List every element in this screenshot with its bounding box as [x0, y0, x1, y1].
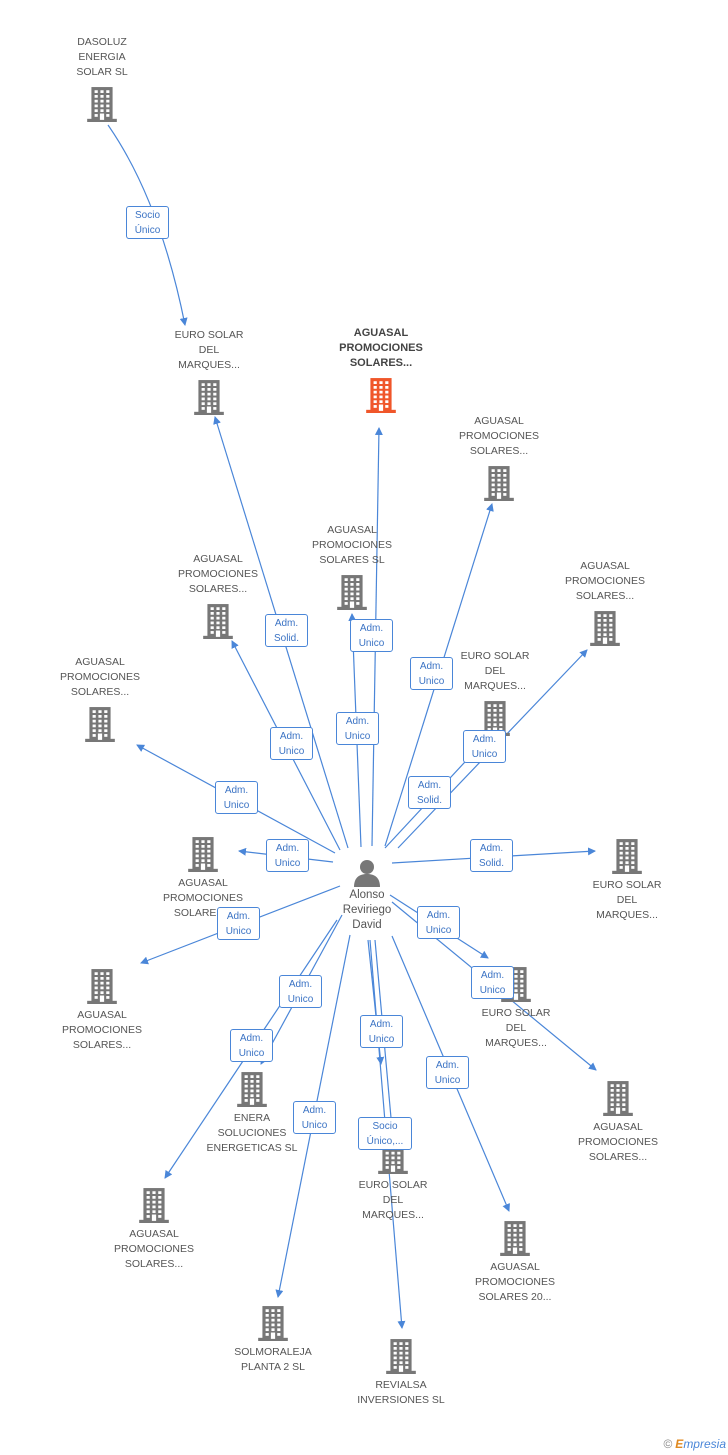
company-name: AGUASAL PROMOCIONES SOLARES 20...: [475, 1261, 555, 1303]
relation-label[interactable]: Adm. Unico: [410, 657, 453, 690]
building-icon: [341, 1338, 461, 1374]
company-node[interactable]: AGUASAL PROMOCIONES SOLARES...: [42, 968, 162, 1053]
company-name: REVIALSA INVERSIONES SL: [357, 1379, 445, 1406]
person-node[interactable]: Alonso Reviriego David: [332, 858, 402, 933]
person-icon: [354, 860, 380, 887]
relation-label[interactable]: Adm. Unico: [215, 781, 258, 814]
building-icon: [158, 603, 278, 639]
building-icon: [321, 377, 441, 413]
brand-logo-text: mpresia: [683, 1437, 726, 1451]
company-name: EURO SOLAR DEL MARQUES...: [174, 329, 244, 371]
company-node[interactable]: AGUASAL PROMOCIONES SOLARES...: [321, 326, 441, 413]
relation-label[interactable]: Adm. Unico: [463, 730, 506, 763]
company-name: AGUASAL PROMOCIONES SOLARES...: [459, 415, 539, 457]
relation-label[interactable]: Adm. Unico: [217, 907, 260, 940]
company-name: AGUASAL PROMOCIONES SOLARES...: [60, 656, 140, 698]
building-icon: [42, 968, 162, 1004]
building-icon: [94, 1187, 214, 1223]
company-node[interactable]: AGUASAL PROMOCIONES SOLARES...: [143, 836, 263, 921]
relation-label[interactable]: Adm. Unico: [417, 906, 460, 939]
relation-label[interactable]: Adm. Solid.: [408, 776, 451, 809]
relation-label[interactable]: Adm. Unico: [266, 839, 309, 872]
company-node[interactable]: AGUASAL PROMOCIONES SOLARES...: [558, 1080, 678, 1165]
company-node[interactable]: EURO SOLAR DEL MARQUES...: [567, 838, 687, 923]
building-icon: [40, 706, 160, 742]
company-name: AGUASAL PROMOCIONES SOLARES...: [62, 1009, 142, 1051]
building-icon: [567, 838, 687, 874]
building-icon: [545, 610, 665, 646]
building-icon: [439, 465, 559, 501]
relation-label[interactable]: Adm. Unico: [279, 975, 322, 1008]
building-icon: [192, 1071, 312, 1107]
company-node[interactable]: AGUASAL PROMOCIONES SOLARES...: [158, 552, 278, 639]
person-name: Alonso Reviriego David: [342, 889, 392, 931]
building-icon: [149, 379, 269, 415]
company-name: ENERA SOLUCIONES ENERGETICAS SL: [206, 1112, 298, 1154]
company-node[interactable]: AGUASAL PROMOCIONES SOLARES...: [40, 655, 160, 742]
company-name: EURO SOLAR DEL MARQUES...: [358, 1179, 428, 1221]
company-node[interactable]: DASOLUZ ENERGIA SOLAR SL: [42, 35, 162, 122]
building-icon: [292, 574, 412, 610]
company-node[interactable]: ENERA SOLUCIONES ENERGETICAS SL: [192, 1071, 312, 1156]
building-icon: [42, 86, 162, 122]
relation-label[interactable]: Adm. Solid.: [470, 839, 513, 872]
company-node[interactable]: AGUASAL PROMOCIONES SOLARES SL: [292, 523, 412, 610]
company-name: AGUASAL PROMOCIONES SOLARES...: [114, 1228, 194, 1270]
relation-label[interactable]: Adm. Unico: [350, 619, 393, 652]
company-name: AGUASAL PROMOCIONES SOLARES...: [578, 1121, 658, 1163]
company-name: EURO SOLAR DEL MARQUES...: [592, 879, 662, 921]
company-node[interactable]: EURO SOLAR DEL MARQUES...: [149, 328, 269, 415]
company-node[interactable]: EURO SOLAR DEL MARQUES...: [333, 1138, 453, 1223]
building-icon: [455, 1220, 575, 1256]
company-name: EURO SOLAR DEL MARQUES...: [460, 650, 530, 692]
relation-label[interactable]: Socio Único,...: [358, 1117, 412, 1150]
company-node[interactable]: SOLMORALEJA PLANTA 2 SL: [213, 1305, 333, 1375]
relation-label[interactable]: Adm. Unico: [360, 1015, 403, 1048]
relation-label[interactable]: Adm. Solid.: [265, 614, 308, 647]
relation-label[interactable]: Adm. Unico: [471, 966, 514, 999]
building-icon: [143, 836, 263, 872]
company-node[interactable]: REVIALSA INVERSIONES SL: [341, 1338, 461, 1408]
brand-footer: ©Empresia: [663, 1437, 726, 1451]
company-name: EURO SOLAR DEL MARQUES...: [481, 1007, 551, 1049]
company-node[interactable]: AGUASAL PROMOCIONES SOLARES...: [439, 414, 559, 501]
relation-label[interactable]: Adm. Unico: [270, 727, 313, 760]
relation-label[interactable]: Adm. Unico: [230, 1029, 273, 1062]
relation-label[interactable]: Adm. Unico: [426, 1056, 469, 1089]
company-name: AGUASAL PROMOCIONES SOLARES...: [339, 327, 423, 369]
relation-label[interactable]: Adm. Unico: [336, 712, 379, 745]
brand-logo-e: E: [675, 1437, 684, 1451]
company-node[interactable]: AGUASAL PROMOCIONES SOLARES...: [545, 559, 665, 646]
company-node[interactable]: EURO SOLAR DEL MARQUES...: [435, 649, 555, 736]
company-node[interactable]: AGUASAL PROMOCIONES SOLARES 20...: [455, 1220, 575, 1305]
company-name: SOLMORALEJA PLANTA 2 SL: [234, 1346, 312, 1373]
company-name: AGUASAL PROMOCIONES SOLARES...: [178, 553, 258, 595]
building-icon: [558, 1080, 678, 1116]
company-name: DASOLUZ ENERGIA SOLAR SL: [76, 36, 128, 78]
copyright-symbol: ©: [663, 1437, 673, 1451]
building-icon: [213, 1305, 333, 1341]
relation-label[interactable]: Adm. Unico: [293, 1101, 336, 1134]
company-name: AGUASAL PROMOCIONES SOLARES SL: [312, 524, 392, 566]
company-node[interactable]: AGUASAL PROMOCIONES SOLARES...: [94, 1187, 214, 1272]
company-name: AGUASAL PROMOCIONES SOLARES...: [565, 560, 645, 602]
relation-label[interactable]: Socio Único: [126, 206, 169, 239]
